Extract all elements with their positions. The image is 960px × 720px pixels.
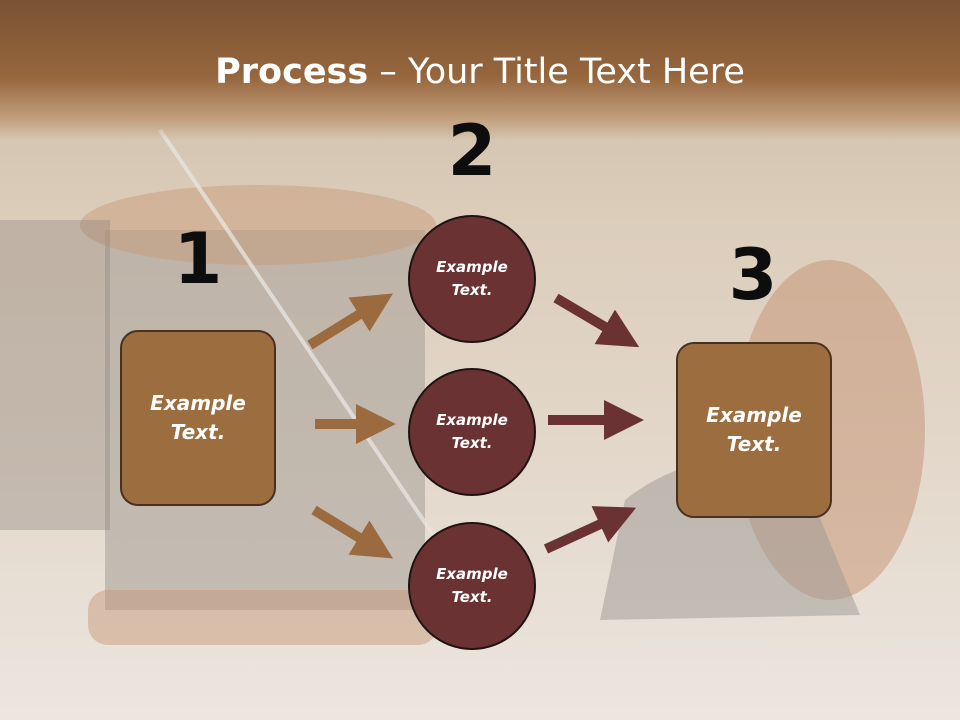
- circle-middle: Example Text.: [408, 368, 536, 496]
- circle-top-text: Example Text.: [436, 258, 508, 299]
- step-number-1: 1: [173, 218, 223, 300]
- step-number-2: 2: [447, 110, 497, 192]
- step-1-box: Example Text.: [120, 330, 276, 506]
- step-3-text: Example Text.: [706, 403, 802, 456]
- step-3-box: Example Text.: [676, 342, 832, 518]
- step-1-text: Example Text.: [150, 391, 246, 444]
- title-rest: – Your Title Text Here: [368, 52, 745, 92]
- circle-middle-text: Example Text.: [436, 411, 508, 452]
- slide-title: Process – Your Title Text Here: [0, 52, 960, 92]
- step-number-3: 3: [728, 234, 778, 316]
- circle-bottom-text: Example Text.: [436, 565, 508, 606]
- circle-bottom: Example Text.: [408, 522, 536, 650]
- circle-top: Example Text.: [408, 215, 536, 343]
- title-banner: [0, 0, 960, 140]
- title-bold: Process: [215, 52, 369, 92]
